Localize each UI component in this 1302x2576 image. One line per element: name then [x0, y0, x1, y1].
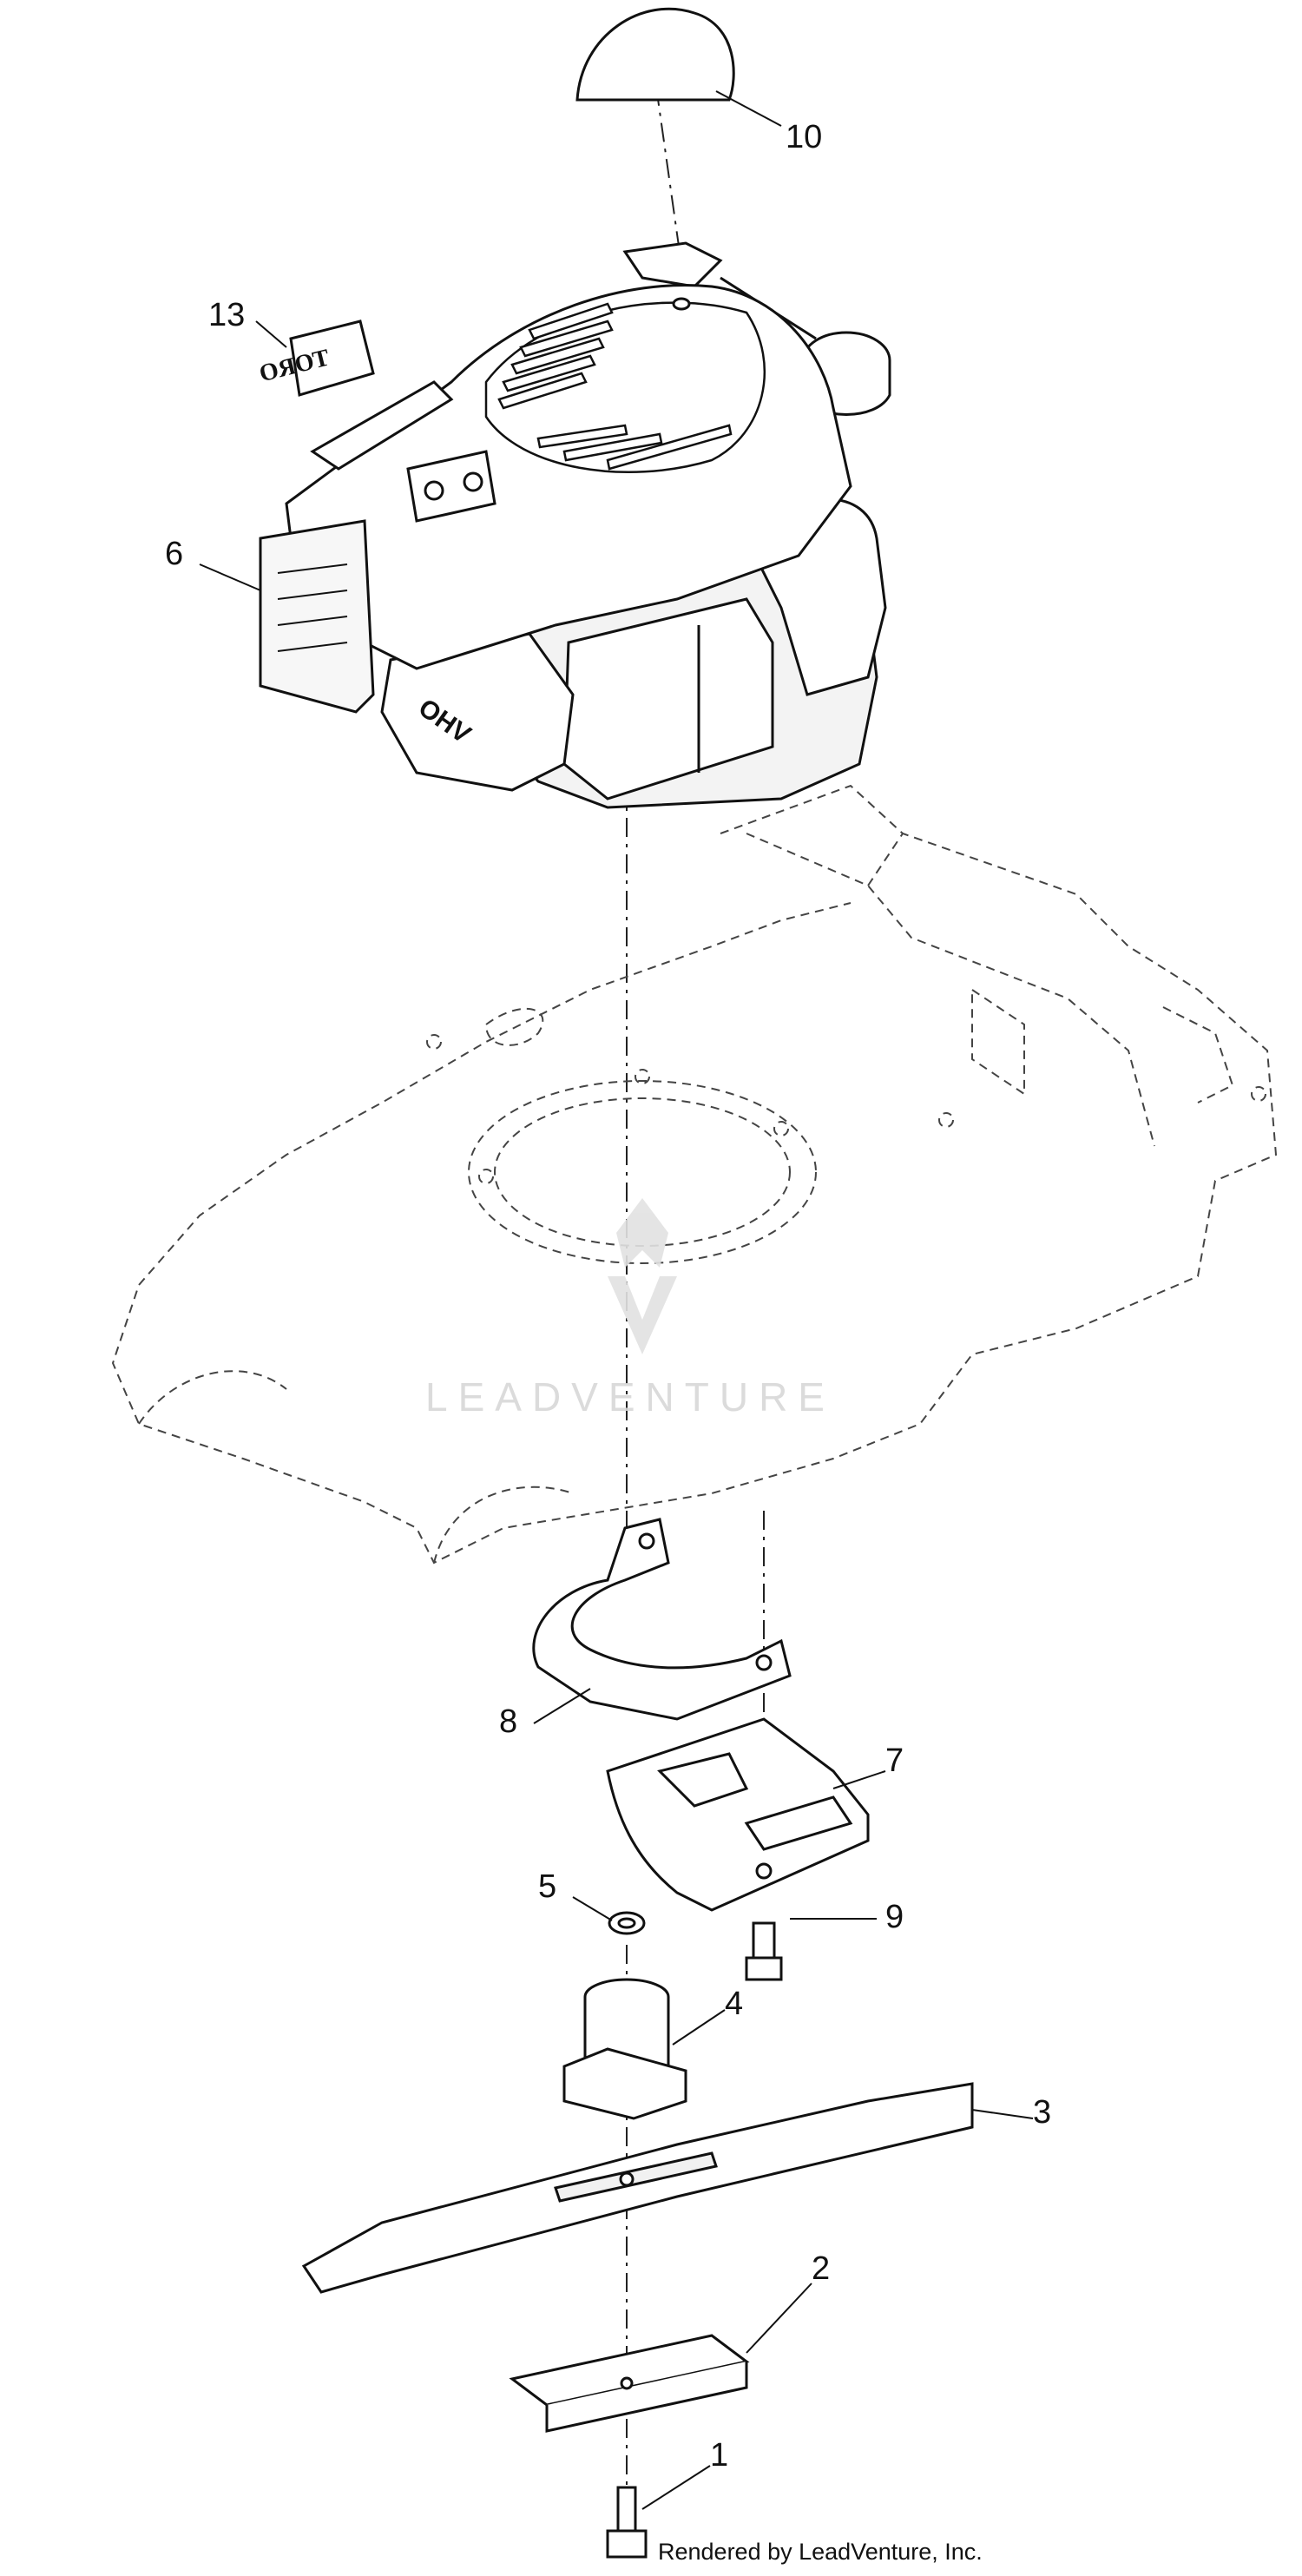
part-9-bolt — [745, 1921, 783, 1981]
part-7-shield — [606, 1717, 870, 1912]
callout-leader-lines — [199, 90, 1034, 2510]
callout-2: 2 — [812, 2250, 830, 2287]
leadventure-watermark: LEADVENTURE — [425, 1198, 835, 1420]
callout-10: 10 — [786, 119, 822, 155]
part-4-adapter — [562, 1978, 687, 2120]
part-2-stiffener — [509, 2334, 750, 2433]
part-5-washer — [608, 1911, 646, 1935]
callout-13: 13 — [208, 297, 245, 333]
callout-6: 6 — [165, 536, 183, 572]
callout-5: 5 — [538, 1868, 556, 1905]
callout-9: 9 — [885, 1899, 904, 1935]
callout-4: 4 — [725, 1986, 743, 2022]
callout-1: 1 — [710, 2437, 728, 2474]
rendered-by-footer: Rendered by LeadVenture, Inc. — [658, 2539, 983, 2565]
part-8-bracket — [532, 1518, 792, 1721]
mower-deck-outline — [111, 784, 1278, 1565]
part-13-toro-decal: TORO — [257, 320, 375, 397]
part-3-blade — [301, 2082, 974, 2294]
callout-numbers: 10 13 6 8 7 5 9 4 3 2 1 — [165, 119, 1051, 2474]
part-10-cap — [575, 7, 735, 102]
part-1-blade-bolt — [606, 2486, 648, 2559]
callout-3: 3 — [1033, 2094, 1051, 2131]
engine-assembly: OHV — [259, 241, 891, 809]
callout-7: 7 — [885, 1743, 904, 1779]
callout-8: 8 — [499, 1703, 517, 1740]
watermark-text: LEADVENTURE — [425, 1374, 835, 1420]
